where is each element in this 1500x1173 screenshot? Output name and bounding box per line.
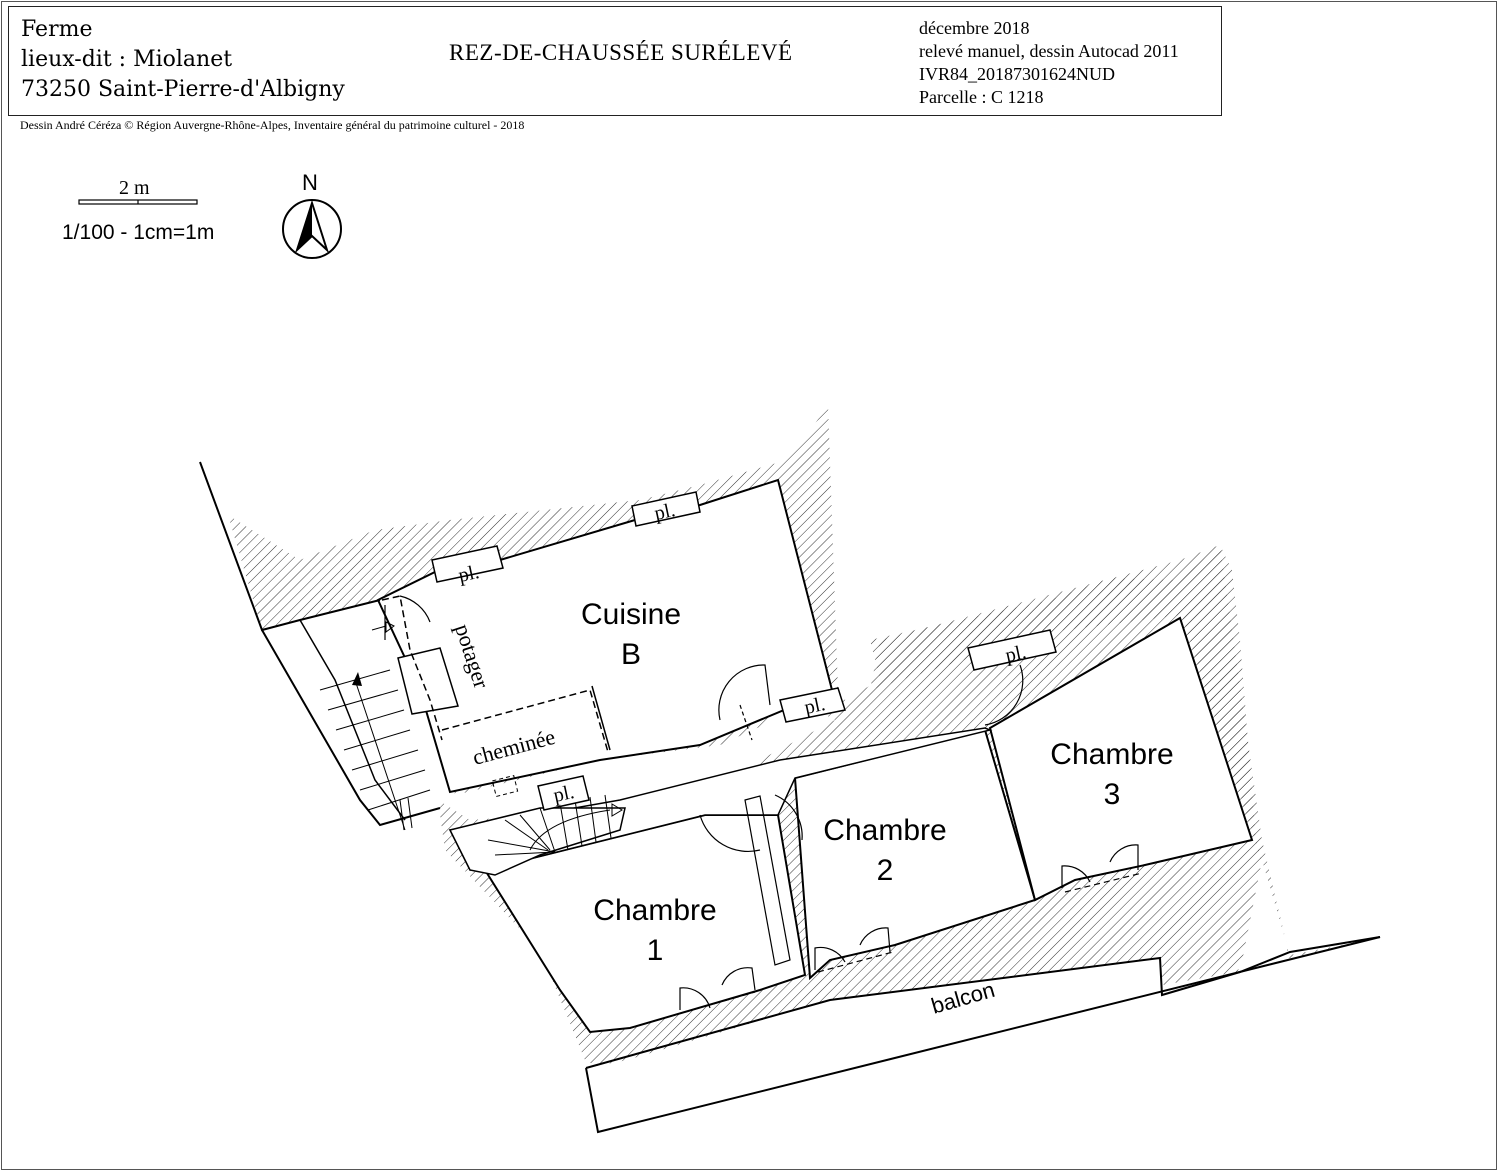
placards xyxy=(431,491,1057,811)
placard-5 xyxy=(537,775,590,811)
meta-parcel: Parcelle : C 1218 xyxy=(919,87,1044,107)
address-line-3: 73250 Saint-Pierre-d'Albigny xyxy=(21,77,345,102)
potager-box xyxy=(397,647,459,715)
placard-label-1: pl. xyxy=(456,561,481,587)
chambre-3-name: Chambre xyxy=(1050,738,1173,771)
doors xyxy=(384,595,1143,1013)
door-arc-chambre-1 xyxy=(699,814,761,853)
scale-ratio-label: 1/100 - 1cm=1m xyxy=(62,221,214,244)
meta-date: décembre 2018 xyxy=(919,18,1030,38)
placard-label-3: pl. xyxy=(1003,641,1028,667)
door-arc-placard-3 xyxy=(984,664,1024,726)
chambre-2-id: 2 xyxy=(877,854,894,887)
cuisine-id: B xyxy=(621,638,641,671)
scale-bar: 2 m 1/100 - 1cm=1m xyxy=(62,177,214,244)
placard-3 xyxy=(967,629,1057,671)
placard-label-5: pl. xyxy=(551,781,576,807)
north-label: N xyxy=(302,170,318,195)
chambre-2-name: Chambre xyxy=(823,814,946,847)
placard-label-2: pl. xyxy=(652,499,677,525)
chambre-1-name: Chambre xyxy=(593,894,716,927)
fixtures xyxy=(381,595,611,798)
title-block: Ferme lieux-dit : Miolanet 73250 Saint-P… xyxy=(8,6,1222,116)
exterior-staircase xyxy=(199,461,441,831)
placard-1 xyxy=(431,545,504,583)
door-arc-cuisine xyxy=(718,664,771,721)
meta-method: relevé manuel, dessin Autocad 2011 xyxy=(919,41,1179,61)
north-arrow: N xyxy=(282,170,342,259)
balcon-outline xyxy=(585,936,1381,1134)
chambre-3-id: 3 xyxy=(1104,778,1121,811)
placard-4 xyxy=(779,687,846,723)
cuisine-name: Cuisine xyxy=(581,598,681,631)
meta-reference: IVR84_20187301624NUD xyxy=(919,64,1115,84)
chambre-3-room xyxy=(988,616,1254,902)
page-title: REZ-DE-CHAUSSÉE SURÉLEVÉ xyxy=(449,40,793,65)
placard-label-4: pl. xyxy=(802,693,827,719)
door-arc-entry xyxy=(399,595,431,623)
address-line-2: lieux-dit : Miolanet xyxy=(21,47,233,72)
placard-2 xyxy=(631,491,701,527)
door-arc-chambre-2 xyxy=(774,794,803,841)
drawing-credit: Dessin André Céréza © Région Auvergne-Rh… xyxy=(20,118,525,132)
address-line-1: Ferme xyxy=(21,17,93,42)
scale-bar-label: 2 m xyxy=(119,177,150,199)
chambre-1-id: 1 xyxy=(647,934,664,967)
